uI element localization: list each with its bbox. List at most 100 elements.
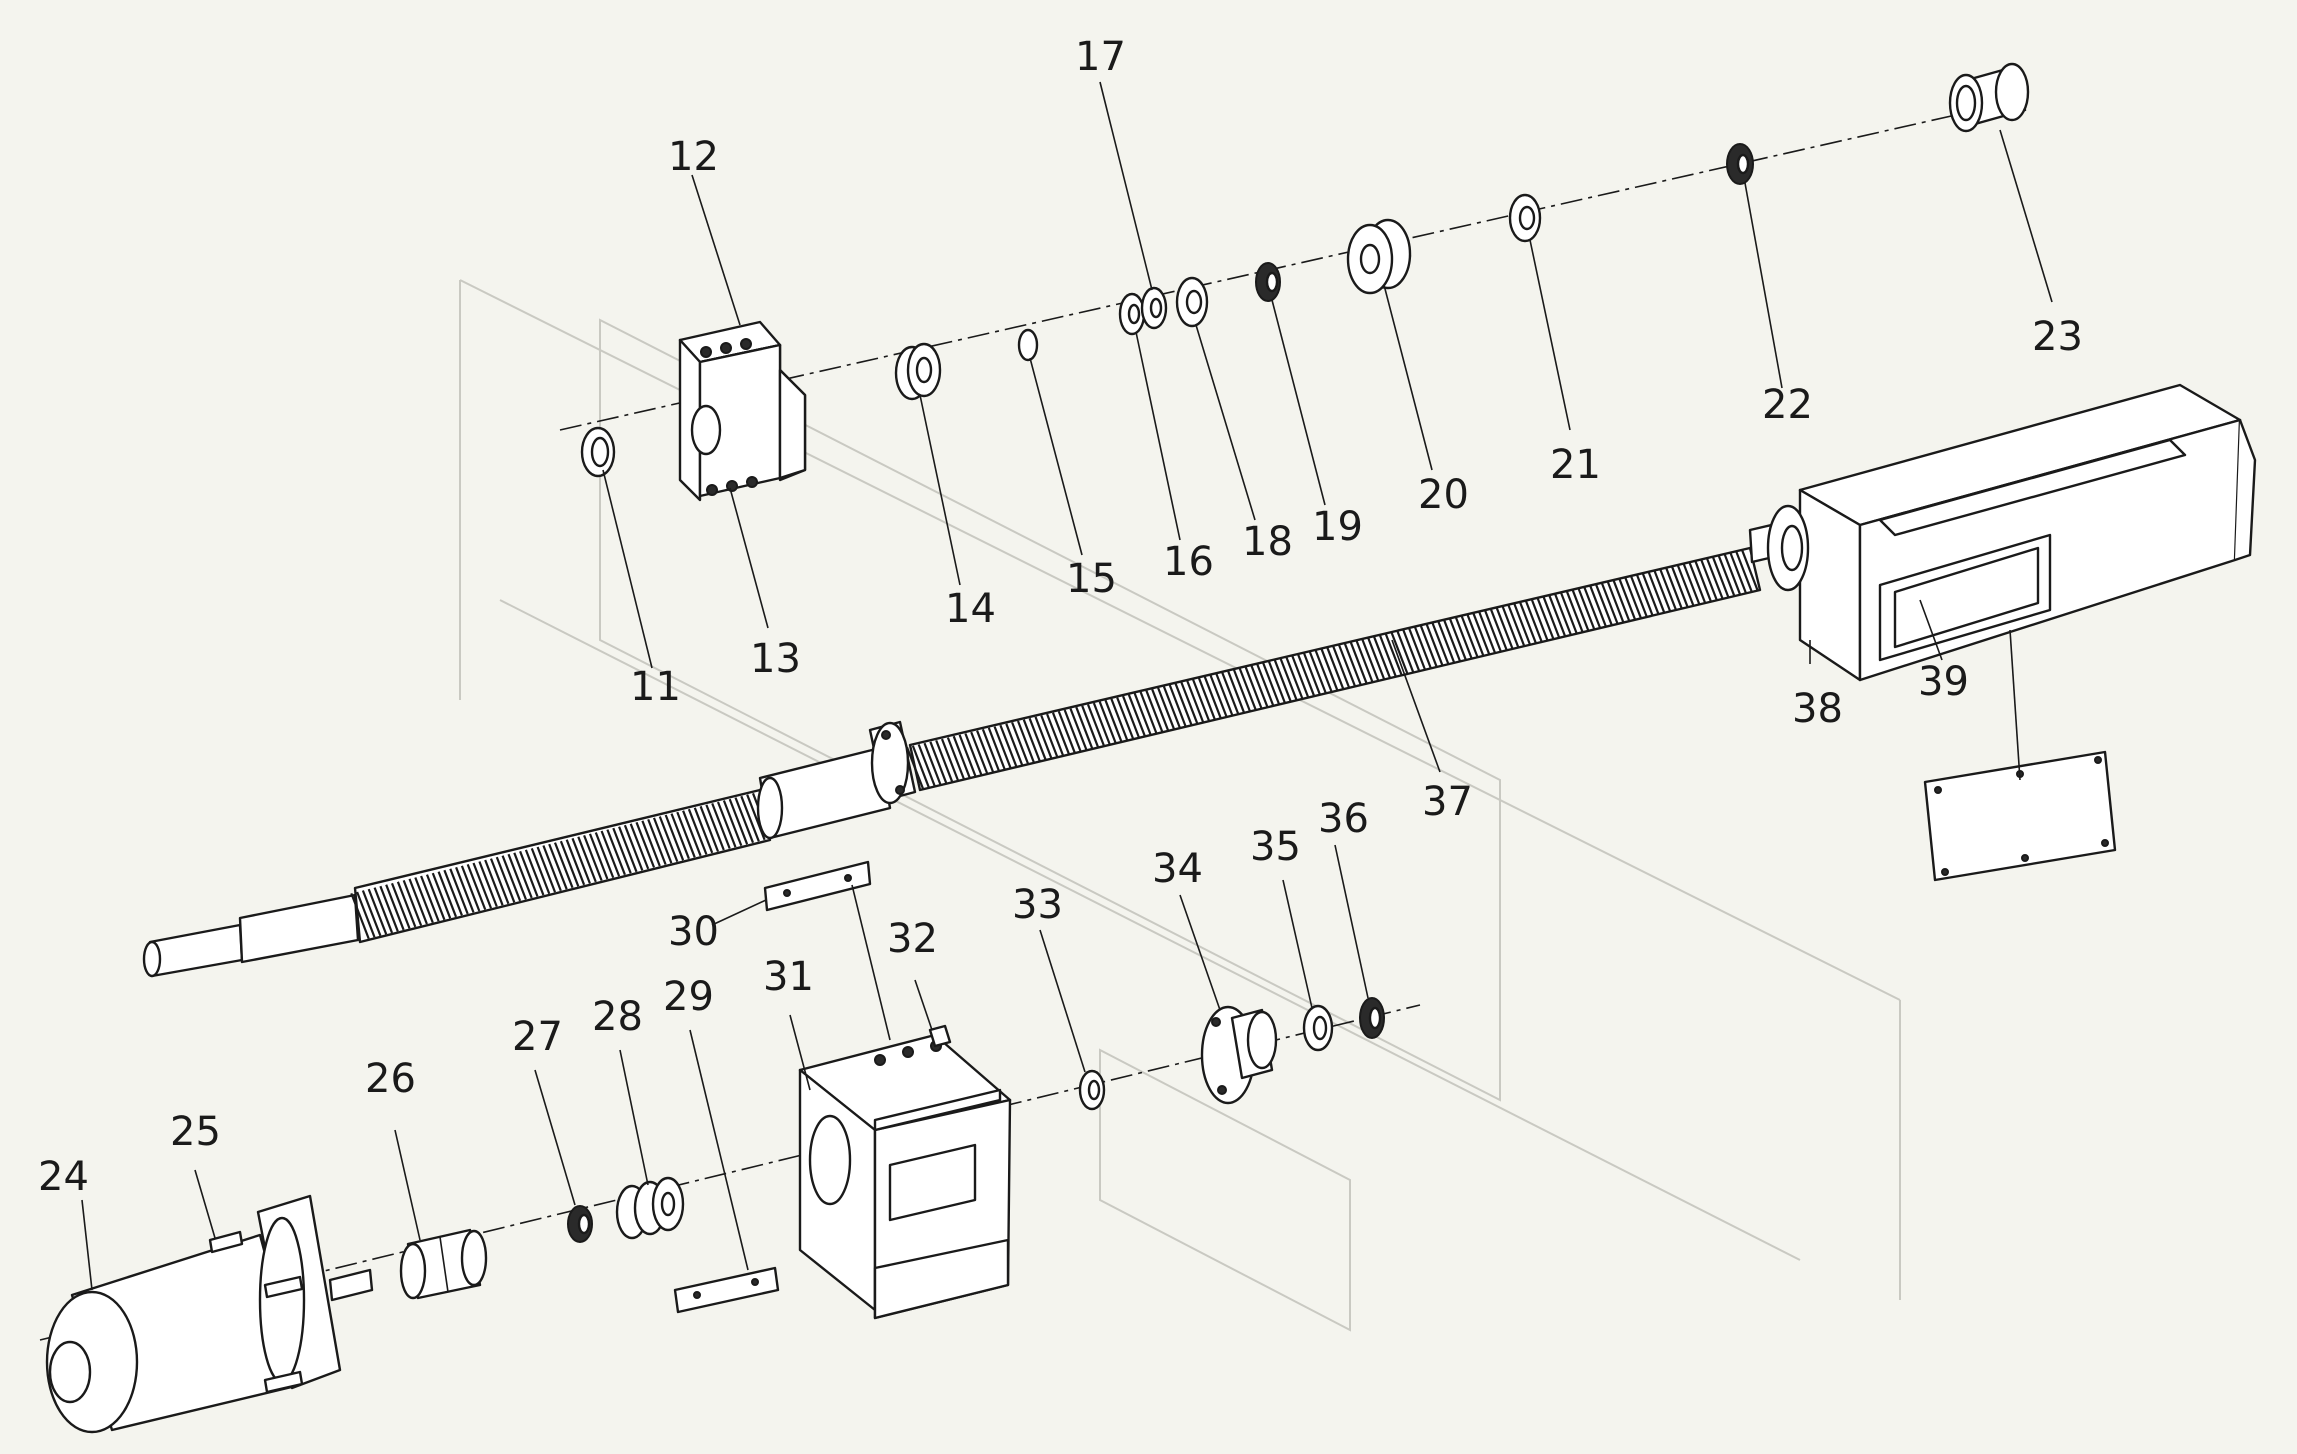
thread-ridge bbox=[1384, 633, 1403, 676]
thread-ridge bbox=[993, 726, 1012, 769]
thread-ridge bbox=[728, 798, 749, 845]
thread-ridge bbox=[1472, 612, 1491, 656]
thread-ridge bbox=[565, 839, 586, 886]
thread-ridge bbox=[425, 874, 446, 921]
thread-ridge bbox=[1092, 702, 1111, 745]
thread-ridge bbox=[940, 738, 960, 781]
thread-ridge bbox=[536, 846, 557, 893]
thread-ridge bbox=[1367, 637, 1386, 680]
thread-ridge bbox=[734, 797, 755, 844]
thread-ridge bbox=[513, 852, 533, 899]
thread-ridge bbox=[1577, 588, 1596, 631]
thread-ridge bbox=[1127, 694, 1146, 737]
thread-ridge bbox=[571, 837, 591, 884]
thread-ridge bbox=[385, 884, 405, 931]
callout-19: 19 bbox=[1312, 504, 1363, 550]
thread-ridge bbox=[1232, 669, 1252, 712]
thread-ridge bbox=[958, 734, 977, 777]
thread-ridge bbox=[976, 730, 995, 773]
thread-ridge bbox=[1262, 662, 1281, 705]
thread-ridge bbox=[1192, 679, 1211, 722]
thread-ridge bbox=[1250, 665, 1269, 708]
thread-ridge bbox=[460, 865, 481, 912]
thread-ridge bbox=[1116, 697, 1135, 740]
thread-ridge bbox=[1227, 670, 1246, 714]
part-30-shim bbox=[763, 860, 872, 912]
thread-ridge bbox=[682, 810, 702, 857]
callout-17: 17 bbox=[1075, 34, 1126, 80]
thread-ridge bbox=[1513, 603, 1532, 646]
thread-ridge bbox=[670, 813, 690, 860]
thread-ridge bbox=[1466, 614, 1485, 657]
thread-ridge bbox=[952, 735, 971, 779]
thread-ridge bbox=[981, 728, 1000, 772]
callout-14: 14 bbox=[945, 586, 996, 632]
thread-ridge bbox=[693, 807, 714, 854]
thread-ridge bbox=[1711, 556, 1730, 599]
thread-ridge bbox=[379, 885, 399, 932]
thread-ridge bbox=[548, 843, 568, 890]
thread-ridge bbox=[1016, 720, 1035, 763]
thread-ridge bbox=[1682, 563, 1701, 606]
callout-20: 20 bbox=[1418, 472, 1469, 518]
thread-ridge bbox=[1443, 619, 1462, 662]
thread-ridge bbox=[553, 842, 574, 889]
thread-ridge bbox=[577, 836, 597, 883]
thread-ridge bbox=[1729, 552, 1748, 595]
thread-ridge bbox=[1554, 593, 1573, 636]
thread-ridge bbox=[1028, 717, 1047, 761]
thread-ridge bbox=[449, 868, 469, 915]
thread-ridge bbox=[1081, 705, 1100, 748]
thread-ridge bbox=[443, 869, 463, 916]
thread-ridge bbox=[1051, 712, 1071, 755]
thread-ridge bbox=[722, 800, 743, 846]
thread-ridge bbox=[641, 820, 661, 867]
thread-ridge bbox=[647, 819, 667, 865]
thread-ridge bbox=[588, 833, 609, 880]
thread-ridge bbox=[1524, 600, 1543, 643]
thread-ridge bbox=[664, 814, 685, 861]
thread-ridge bbox=[1303, 653, 1322, 696]
thread-ridge bbox=[1700, 559, 1719, 602]
thread-ridge bbox=[970, 731, 989, 774]
thread-ridge bbox=[559, 840, 580, 887]
leader-lines bbox=[81, 81, 2053, 1291]
thread-ridge bbox=[987, 727, 1006, 770]
thread-ridge bbox=[1314, 650, 1333, 693]
thread-ridge bbox=[911, 745, 930, 788]
thread-ridge bbox=[1209, 675, 1228, 718]
part-27-nut bbox=[567, 1205, 593, 1243]
callout-33: 33 bbox=[1012, 882, 1063, 928]
thread-ridge bbox=[361, 890, 382, 937]
thread-ridge bbox=[1448, 618, 1468, 661]
thread-ridge bbox=[1110, 698, 1129, 741]
thread-ridge bbox=[356, 891, 376, 938]
thread-ridge bbox=[1460, 615, 1479, 658]
thread-ridge bbox=[705, 804, 725, 851]
thread-ridge bbox=[711, 803, 731, 849]
thread-ridge bbox=[1343, 643, 1362, 686]
thread-ridge bbox=[1221, 672, 1240, 715]
thread-ridge bbox=[1665, 567, 1684, 610]
thread-ridge bbox=[402, 880, 423, 926]
thread-ridge bbox=[1308, 651, 1327, 694]
callout-38: 38 bbox=[1792, 686, 1843, 732]
thread-ridge bbox=[1203, 676, 1222, 719]
screw-thread-lower bbox=[350, 792, 772, 939]
callout-31: 31 bbox=[763, 954, 814, 1000]
callout-11: 11 bbox=[630, 664, 681, 710]
callout-13: 13 bbox=[750, 636, 801, 682]
callout-27: 27 bbox=[512, 1014, 563, 1060]
part-33-ring bbox=[1078, 1069, 1106, 1111]
thread-ridge bbox=[420, 875, 440, 922]
thread-ridge bbox=[1215, 673, 1234, 716]
thread-ridge bbox=[1641, 572, 1660, 616]
thread-ridge bbox=[1419, 625, 1438, 668]
thread-ridge bbox=[1157, 687, 1176, 730]
thread-ridge bbox=[1542, 596, 1561, 639]
thread-ridge bbox=[1530, 599, 1549, 642]
callout-16: 16 bbox=[1163, 539, 1214, 585]
part-11-seal bbox=[580, 426, 616, 478]
part-20-bushing bbox=[1346, 218, 1412, 295]
part-39-cover-plate bbox=[1923, 750, 2117, 882]
